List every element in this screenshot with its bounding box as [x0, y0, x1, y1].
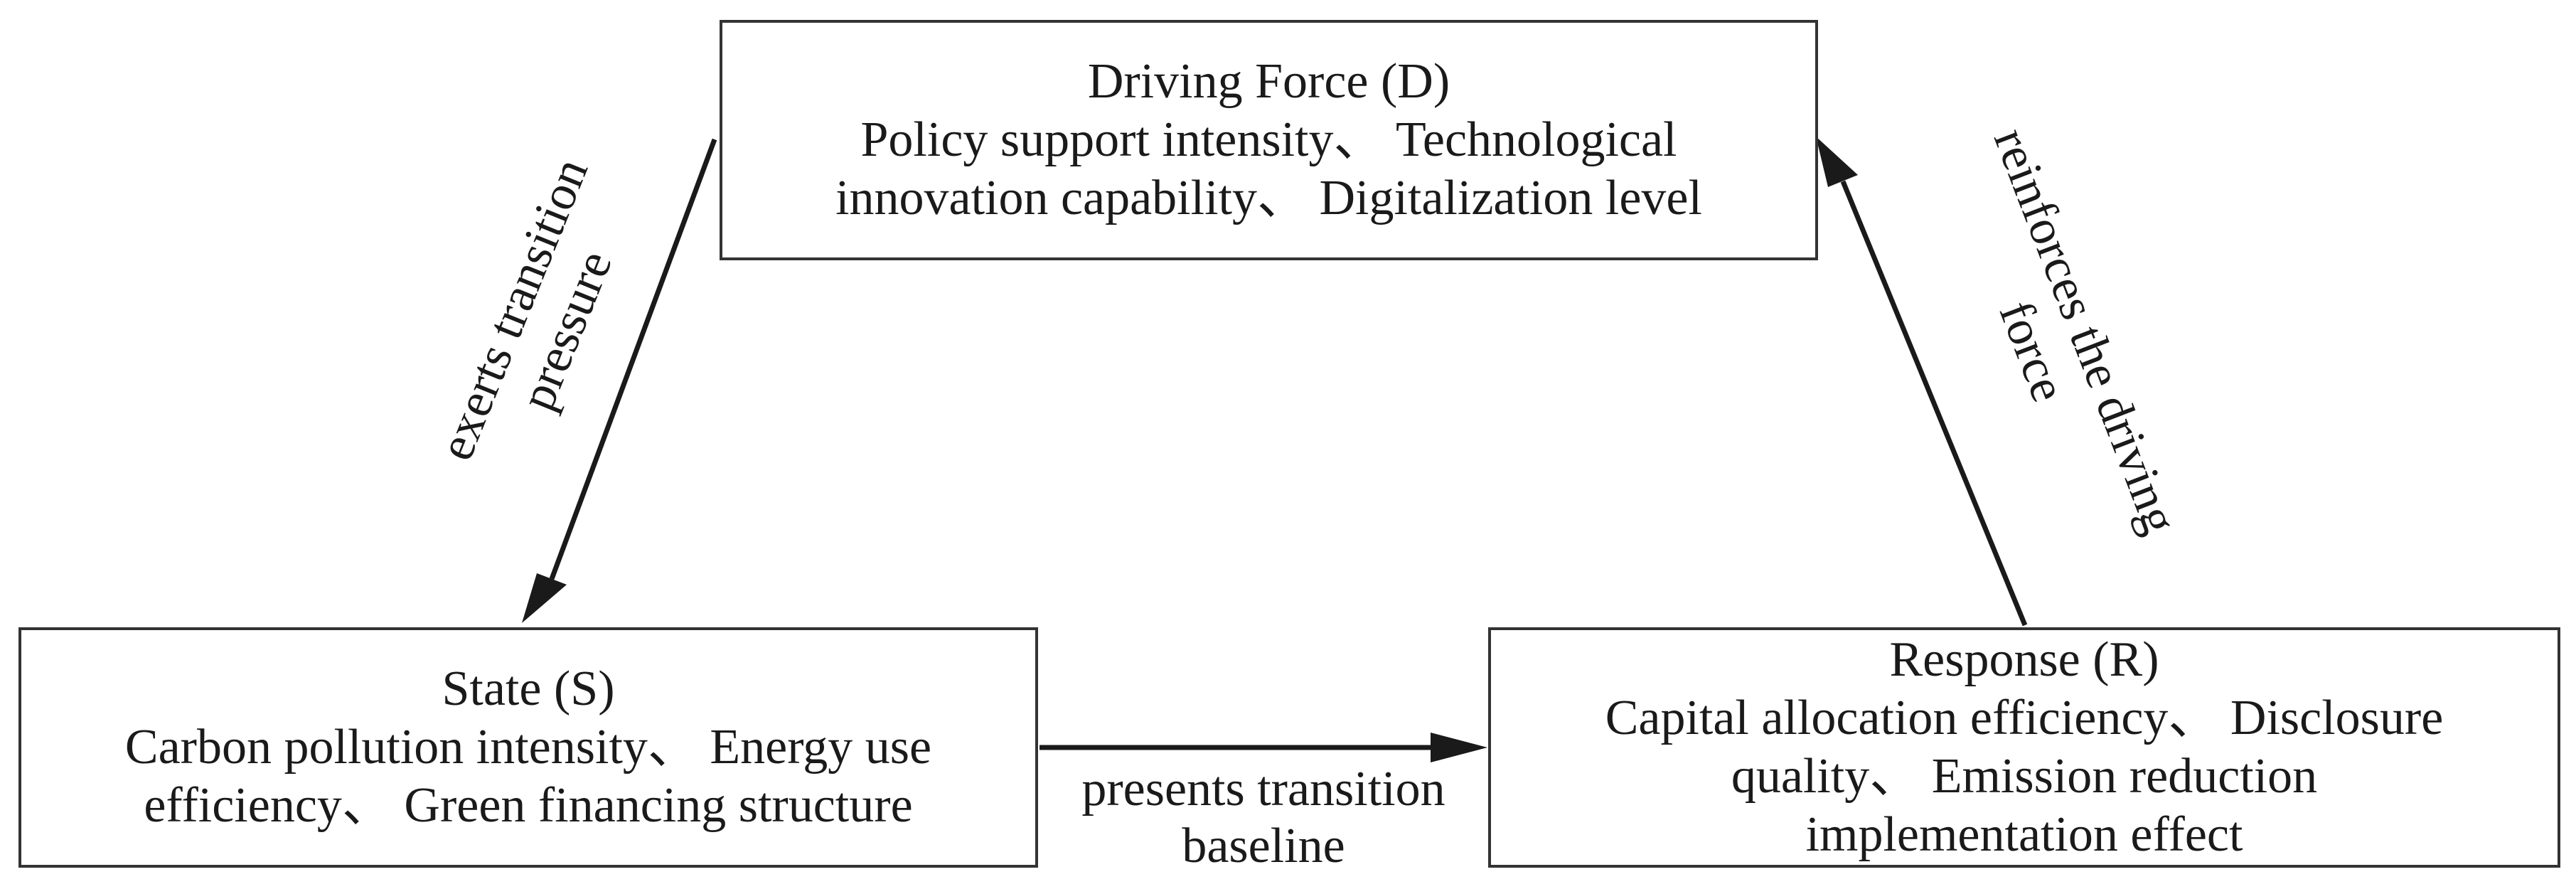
response-line-2: quality、 Emission reduction — [1731, 749, 2318, 804]
response-line-1: Capital allocation efficiency、 Disclosur… — [1605, 691, 2444, 745]
driving-force-title: Driving Force (D) — [1087, 54, 1450, 109]
response-line-3: implementation effect — [1805, 807, 2243, 862]
arrowhead-driving-to-state — [522, 573, 567, 623]
driving-force-node: Driving Force (D) Policy support intensi… — [720, 20, 1818, 260]
state-node: State (S) Carbon pollution intensity、 En… — [18, 627, 1038, 868]
edge-label-state-to-response: presents transition baseline — [1081, 761, 1445, 875]
driving-force-line-1: Policy support intensity、 Technological — [860, 112, 1677, 167]
arrow-driving-to-state — [549, 138, 717, 580]
arrowhead-state-to-response — [1431, 733, 1487, 762]
state-line-2: efficiency、 Green financing structure — [144, 778, 913, 833]
edge-label-state-to-response-line-1: presents transition — [1081, 762, 1445, 816]
arrow-response-to-driving — [1840, 180, 2028, 627]
edge-label-state-to-response-line-2: baseline — [1182, 819, 1345, 873]
driving-force-line-2: innovation capability、 Digitalization le… — [835, 171, 1702, 225]
response-node: Response (R) Capital allocation efficien… — [1488, 627, 2560, 868]
state-line-1: Carbon pollution intensity、 Energy use — [124, 720, 932, 775]
state-title: State (S) — [442, 661, 615, 716]
arrowhead-response-to-driving — [1816, 137, 1858, 187]
response-title: Response (R) — [1889, 632, 2159, 687]
